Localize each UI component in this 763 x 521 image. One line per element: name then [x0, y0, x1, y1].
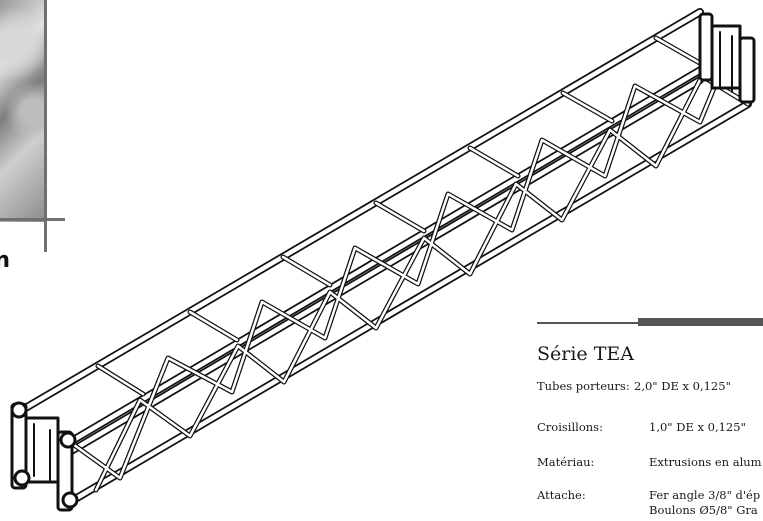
spec-label: Tubes porteurs: [537, 379, 630, 393]
corner-rule-vertical [44, 0, 47, 252]
corner-photo [0, 0, 47, 222]
corner-rule-horizontal [0, 218, 65, 221]
spec-row-tubes: Tubes porteurs: 2,0" DE x 0,125" [537, 379, 763, 399]
spec-row-attache: Attache: Fer angle 3/8" d'ép Boulons Ø5/… [537, 488, 763, 521]
spec-value-line2: Boulons Ø5/8" Gra [649, 503, 758, 517]
spec-value: 1,0" DE x 0,125" [649, 420, 746, 434]
section-rule-thin [537, 322, 638, 324]
spec-row-croisillons: Croisillons: 1,0" DE x 0,125" [537, 420, 763, 440]
spec-value: 2,0" DE x 0,125" [634, 379, 731, 393]
spec-label: Attache: [537, 488, 586, 502]
spec-row-materiau: Matériau: Extrusions en alum [537, 455, 763, 475]
section-rule-thick [638, 318, 763, 326]
spec-value: Fer angle 3/8" d'ép [649, 488, 761, 502]
spec-label: Croisillons: [537, 420, 603, 434]
series-title: Série TEA [537, 343, 634, 365]
corner-cut-letter: n [0, 252, 10, 273]
spec-label: Matériau: [537, 455, 595, 469]
spec-value: Extrusions en alum [649, 455, 762, 469]
